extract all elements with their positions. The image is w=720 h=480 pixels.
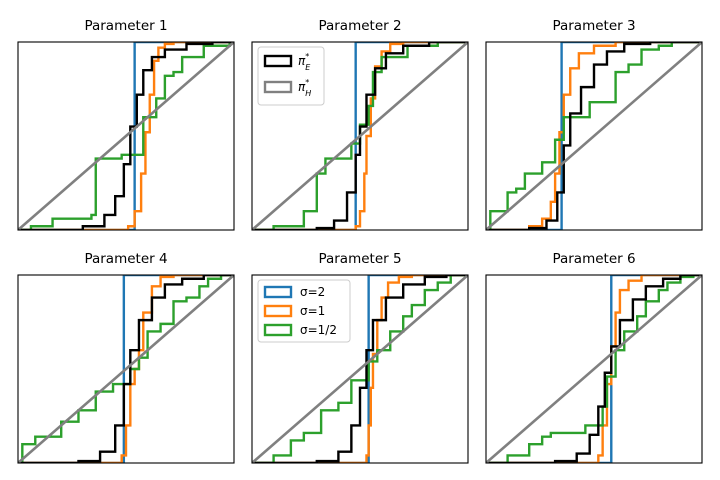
series-line bbox=[18, 275, 234, 463]
series-line bbox=[252, 42, 468, 230]
legend-swatch bbox=[263, 304, 293, 318]
legend-label: σ=1 bbox=[300, 304, 325, 318]
plot-area bbox=[486, 275, 702, 463]
legend-swatch bbox=[263, 54, 293, 68]
series-line bbox=[486, 275, 702, 463]
series-line bbox=[486, 275, 702, 463]
series-line bbox=[18, 275, 234, 463]
series-line bbox=[18, 275, 234, 463]
panel-2: Parameter 2 bbox=[251, 18, 469, 231]
series-line bbox=[252, 42, 468, 230]
series-line bbox=[486, 42, 702, 230]
plot-area bbox=[252, 275, 468, 463]
axes-frame bbox=[485, 274, 703, 464]
series-line bbox=[18, 42, 234, 230]
series-line bbox=[486, 42, 702, 230]
series-line bbox=[18, 275, 234, 463]
series-line bbox=[486, 42, 702, 230]
series-line bbox=[486, 275, 702, 463]
series-line bbox=[252, 42, 468, 230]
legend-sigma: σ=2 σ=1 σ=1/2 bbox=[257, 279, 351, 343]
panel-6: Parameter 6 bbox=[485, 251, 703, 464]
panel-title: Parameter 5 bbox=[318, 251, 401, 267]
axes-frame bbox=[17, 274, 235, 464]
legend-box bbox=[257, 46, 325, 106]
plot-area bbox=[18, 42, 234, 230]
legend-swatch bbox=[263, 285, 293, 299]
panel-title: Parameter 4 bbox=[84, 251, 167, 267]
plot-area bbox=[486, 42, 702, 230]
plot-area bbox=[18, 275, 234, 463]
panel-title: Parameter 6 bbox=[552, 251, 635, 267]
axes-frame bbox=[485, 41, 703, 231]
axes-frame bbox=[251, 41, 469, 231]
panel-title: Parameter 2 bbox=[318, 18, 401, 34]
legend-label: π*E bbox=[298, 52, 311, 72]
series-line bbox=[486, 42, 702, 230]
legend-label: π*H bbox=[298, 78, 311, 98]
series-line bbox=[18, 42, 234, 230]
panel-1: Parameter 1 bbox=[17, 18, 235, 231]
legend-swatch bbox=[263, 323, 293, 337]
axes-frame bbox=[17, 41, 235, 231]
panel-5: Parameter 5 bbox=[251, 251, 469, 464]
series-line bbox=[18, 42, 234, 230]
legend-box bbox=[257, 279, 351, 343]
panel-title: Parameter 3 bbox=[552, 18, 635, 34]
plot-area bbox=[252, 42, 468, 230]
legend-label: σ=1/2 bbox=[300, 323, 337, 337]
axes-frame bbox=[251, 274, 469, 464]
series-line bbox=[486, 42, 702, 230]
series-line bbox=[18, 42, 234, 230]
panel-title: Parameter 1 bbox=[84, 18, 167, 34]
series-line bbox=[252, 275, 468, 463]
legend-policy: π*E π*H bbox=[257, 46, 325, 106]
series-line bbox=[18, 42, 234, 230]
series-line bbox=[252, 275, 468, 463]
series-line bbox=[252, 42, 468, 230]
legend-label: σ=2 bbox=[300, 285, 325, 299]
panel-4: Parameter 4 bbox=[17, 251, 235, 464]
series-line bbox=[252, 42, 468, 230]
legend-swatch bbox=[263, 80, 293, 94]
series-line bbox=[252, 275, 468, 463]
panel-3: Parameter 3 bbox=[485, 18, 703, 231]
